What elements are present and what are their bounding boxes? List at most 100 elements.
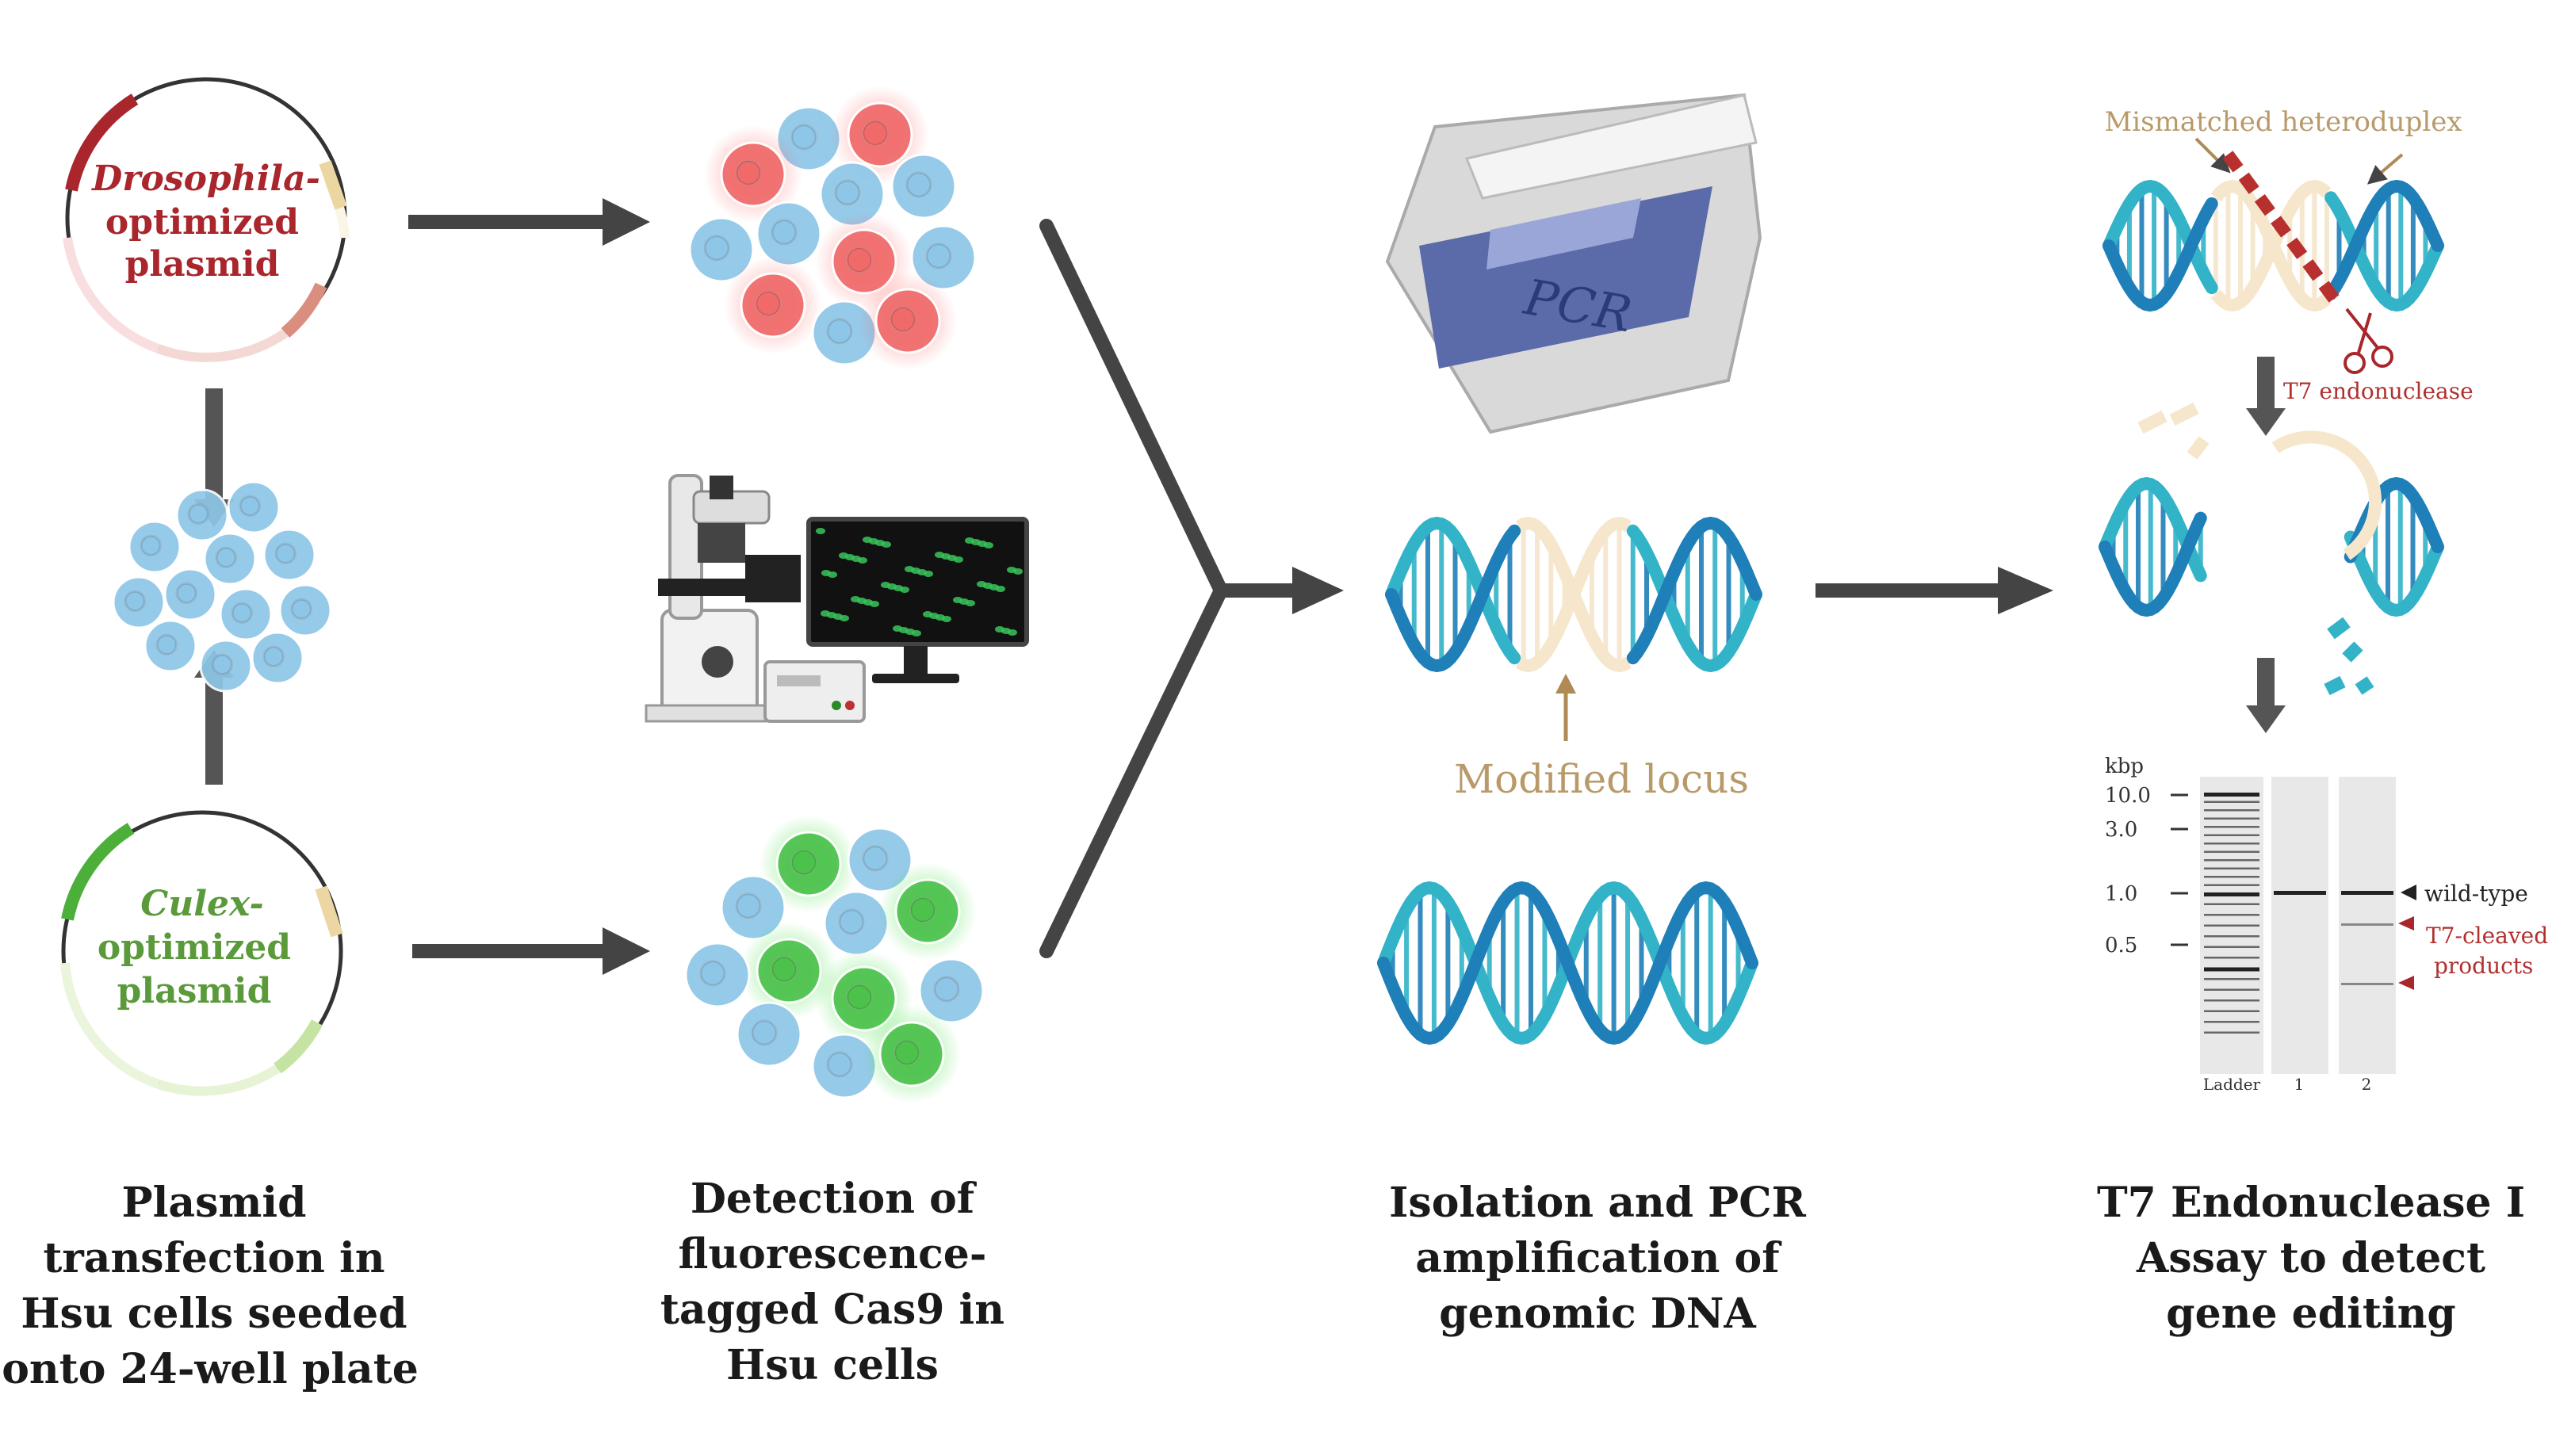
ladder-band: [2204, 817, 2259, 820]
fluorescent-cell-red: [811, 300, 878, 366]
cleaved-label-line1: T7-cleaved: [2426, 923, 2548, 949]
fluorescent-cell-red: [910, 224, 977, 291]
ladder-band: [2204, 884, 2259, 886]
fluorescent-cell-green: [823, 890, 890, 957]
blue-cell: [175, 488, 229, 542]
blue-cell: [219, 587, 273, 641]
arrow-down-2: [2246, 658, 2286, 733]
fluorescent-cell-red: [704, 125, 802, 224]
arrow-to-green-cells: [412, 927, 650, 975]
lane2-cleaved-band-2: [2341, 983, 2393, 985]
drosophila-species-label: Drosophila-: [90, 159, 320, 199]
dna-modified-helix: [1385, 516, 1762, 673]
drosophila-line2: optimized: [105, 202, 299, 243]
caption-step2-line1: Detection of: [691, 1175, 978, 1223]
pcr-machine-icon: PCR: [1385, 93, 1762, 434]
caption-step2: Detection of fluorescence- tagged Cas9 i…: [660, 1175, 1004, 1389]
caption-step2-line4: Hsu cells: [726, 1341, 939, 1389]
ladder-band: [2204, 801, 2259, 803]
fluorescent-cell-red: [819, 161, 886, 227]
culex-line2: optimized: [98, 927, 291, 968]
ladder-tick-label: 3.0: [2105, 818, 2137, 842]
ladder-band: [2204, 935, 2259, 938]
cleaved-dna-helix: [2099, 402, 2444, 696]
caption-step1-line2: transfection in: [43, 1234, 385, 1282]
caption-step1-line3: Hsu cells seeded: [21, 1290, 407, 1338]
ladder-band: [2204, 850, 2259, 853]
lane1-wildtype-band: [2274, 891, 2326, 895]
arrow-to-t7-assay: [1816, 567, 2053, 614]
ladder-band: [2204, 859, 2259, 862]
gel-electrophoresis: kbp 10.03.01.00.5 Ladder 1 2 wild-type T…: [2105, 755, 2548, 1094]
caption-step3-line1: Isolation and PCR: [1389, 1179, 1807, 1227]
wild-type-label: wild-type: [2424, 881, 2528, 907]
ladder-band: [2204, 978, 2259, 980]
fluorescent-cell-red: [831, 86, 929, 184]
ladder-tick-label: 1.0: [2105, 882, 2137, 906]
gel-lane-1: [2271, 777, 2328, 1074]
heteroduplex-helix: [2102, 151, 2444, 312]
caption-step4-line1: T7 Endonuclease I: [2097, 1179, 2525, 1227]
arrow-down-1: [2246, 357, 2286, 436]
converging-arrow: [1039, 219, 1344, 958]
microscope-icon: [645, 474, 801, 723]
drosophila-plasmid: Drosophila- optimized plasmid: [63, 77, 350, 362]
ladder-band: [2204, 1031, 2259, 1034]
caption-step1-line4: onto 24-well plate: [2, 1345, 419, 1393]
fluorescent-cell-red: [756, 201, 822, 267]
lane2-cleaved-band-1: [2341, 923, 2393, 926]
modified-locus-label: Modified locus: [1454, 756, 1749, 802]
fluorescent-cell-green: [863, 1005, 961, 1103]
ladder-band: [2204, 946, 2259, 948]
fluorescent-cell-red: [890, 153, 957, 220]
blue-cell: [128, 520, 182, 574]
monitor-icon: [806, 517, 1029, 683]
blue-cell: [227, 480, 281, 534]
fluorescent-cell-green: [684, 942, 751, 1008]
red-fluorescent-cells: [688, 86, 977, 370]
blue-cell: [251, 631, 304, 685]
ladder-band: [2204, 967, 2259, 972]
ladder-tick-label: 0.5: [2105, 934, 2137, 957]
gel-unit-label: kbp: [2105, 755, 2144, 778]
ladder-band: [2204, 988, 2259, 991]
dna-wildtype-helix: [1377, 881, 1758, 1045]
culex-species-label: Culex-: [140, 884, 263, 924]
caption-step4: T7 Endonuclease I Assay to detect gene e…: [2097, 1179, 2525, 1338]
blue-cell: [199, 639, 253, 693]
fluorescent-cell-green: [740, 922, 838, 1020]
controller-box-icon: [763, 660, 866, 723]
lane-label-2: 2: [2362, 1075, 2372, 1094]
caption-step2-line2: fluorescence-: [679, 1230, 987, 1278]
blue-cell: [278, 583, 332, 637]
scissors-icon: [2344, 308, 2393, 374]
fluorescent-cell-green: [736, 1001, 802, 1068]
ladder-band: [2204, 867, 2259, 869]
t7-endonuclease-label: T7 endonuclease: [2283, 378, 2474, 404]
caption-step3-line2: amplification of: [1415, 1234, 1782, 1282]
ladder-band: [2204, 876, 2259, 878]
fluorescent-cell-green: [811, 1033, 878, 1099]
blue-cell: [203, 532, 257, 586]
ladder-band: [2204, 826, 2259, 828]
arrow-to-red-cells: [408, 198, 650, 246]
cleaved-label-line2: products: [2434, 953, 2533, 979]
caption-step3: Isolation and PCR amplification of genom…: [1389, 1179, 1807, 1338]
hsu-cell-cluster: [112, 480, 332, 693]
modified-locus-arrow: [1555, 674, 1576, 741]
caption-step1-line1: Plasmid: [122, 1179, 307, 1227]
green-fluorescent-cells: [684, 815, 985, 1103]
mismatched-heteroduplex-label: Mismatched heteroduplex: [2104, 106, 2462, 138]
caption-step4-line3: gene editing: [2166, 1290, 2456, 1338]
blue-cell: [163, 567, 217, 621]
lane2-wildtype-band: [2341, 891, 2393, 895]
lane-label-ladder: Ladder: [2203, 1075, 2261, 1094]
fluorescent-cell-red: [724, 256, 822, 354]
ladder-band: [2204, 1021, 2259, 1023]
ladder-band: [2204, 843, 2259, 845]
blue-cell: [112, 575, 166, 629]
drosophila-line3: plasmid: [125, 244, 280, 285]
culex-line3: plasmid: [117, 971, 272, 1011]
caption-step4-line2: Assay to detect: [2136, 1234, 2485, 1282]
